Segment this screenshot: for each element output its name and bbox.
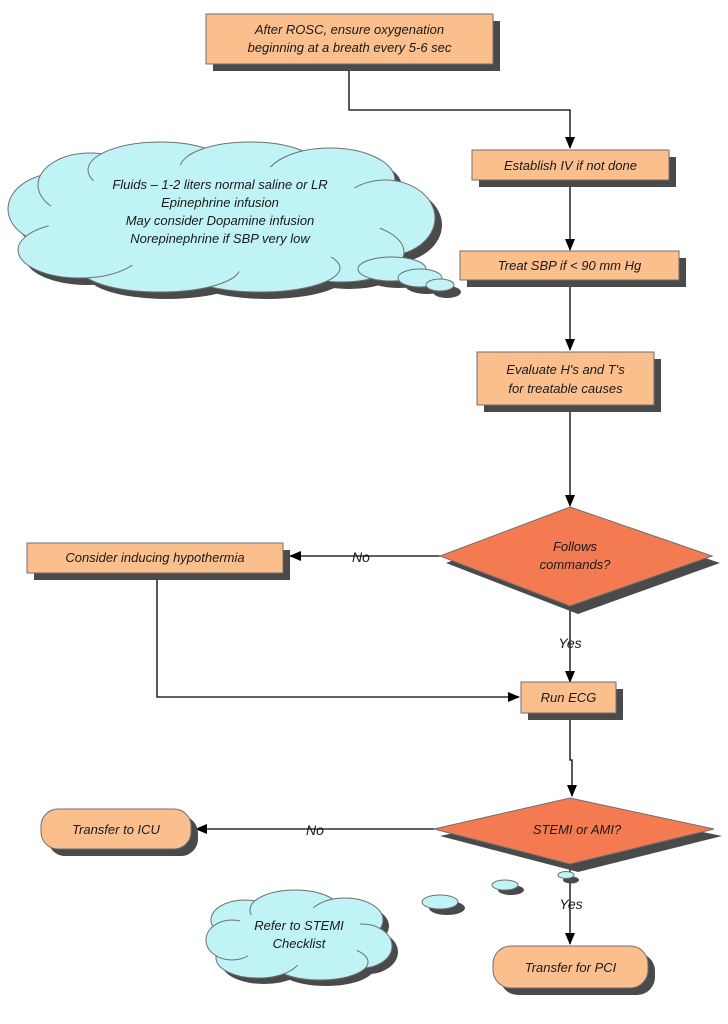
node-iv-label: Establish IV if not done — [504, 158, 637, 173]
arrow-hypothermia-to-ecg — [156, 573, 520, 702]
node-rosc-line1: After ROSC, ensure oxygenation — [254, 22, 444, 37]
node-iv: Establish IV if not done — [471, 149, 676, 187]
node-evaluate-line2: for treatable causes — [508, 381, 623, 396]
cloud-stemi-bubbles — [421, 871, 579, 915]
cloud-fluids-line1: Fluids – 1-2 liters normal saline or LR — [112, 177, 327, 192]
node-follows-line2: commands? — [540, 557, 612, 572]
cloud-fluids-line3: May consider Dopamine infusion — [126, 213, 315, 228]
edge-label-stemi-yes: Yes — [559, 896, 582, 912]
node-icu: Transfer to ICU — [40, 808, 198, 856]
edge-label-follows-no: No — [352, 549, 370, 565]
node-rosc: After ROSC, ensure oxygenation beginning… — [205, 13, 500, 71]
node-follows: Follows commands? — [438, 506, 720, 614]
node-ecg: Run ECG — [520, 681, 623, 720]
cloud-fluids-tail — [357, 256, 455, 292]
node-follows-line1: Follows — [553, 539, 598, 554]
node-icu-label: Transfer to ICU — [72, 822, 161, 837]
node-ecg-label: Run ECG — [541, 690, 597, 705]
node-sbp-label: Treat SBP if < 90 mm Hg — [498, 258, 642, 273]
node-sbp: Treat SBP if < 90 mm Hg — [459, 250, 686, 287]
edge-label-follows-yes: Yes — [558, 635, 581, 651]
node-stemi-label: STEMI or AMI? — [533, 822, 622, 837]
node-rosc-line2: beginning at a breath every 5-6 sec — [248, 40, 452, 55]
cloud-note-stemi-checklist: Refer to STEMI Checklist — [205, 871, 579, 986]
cloud-stemi-line2: Checklist — [273, 936, 327, 951]
cloud-note-fluids: Fluids – 1-2 liters normal saline or LR … — [7, 141, 461, 299]
node-evaluate: Evaluate H's and T's for treatable cause… — [476, 351, 661, 412]
node-pci-label: Transfer for PCI — [525, 960, 617, 975]
cloud-fluids-line4: Norepinephrine if SBP very low — [130, 231, 311, 246]
arrow-ecg-to-stemi — [567, 714, 577, 797]
cloud-fluids-line2: Epinephrine infusion — [161, 195, 279, 210]
node-hypothermia: Consider inducing hypothermia — [26, 542, 290, 580]
node-pci: Transfer for PCI — [492, 945, 655, 995]
node-evaluate-line1: Evaluate H's and T's — [506, 362, 625, 377]
cloud-stemi-line1: Refer to STEMI — [254, 918, 344, 933]
node-stemi: STEMI or AMI? — [433, 797, 722, 872]
edge-label-stemi-no: No — [306, 822, 324, 838]
connectors — [156, 62, 577, 945]
arrow-rosc-to-iv — [348, 62, 575, 149]
node-hypothermia-label: Consider inducing hypothermia — [65, 550, 244, 565]
